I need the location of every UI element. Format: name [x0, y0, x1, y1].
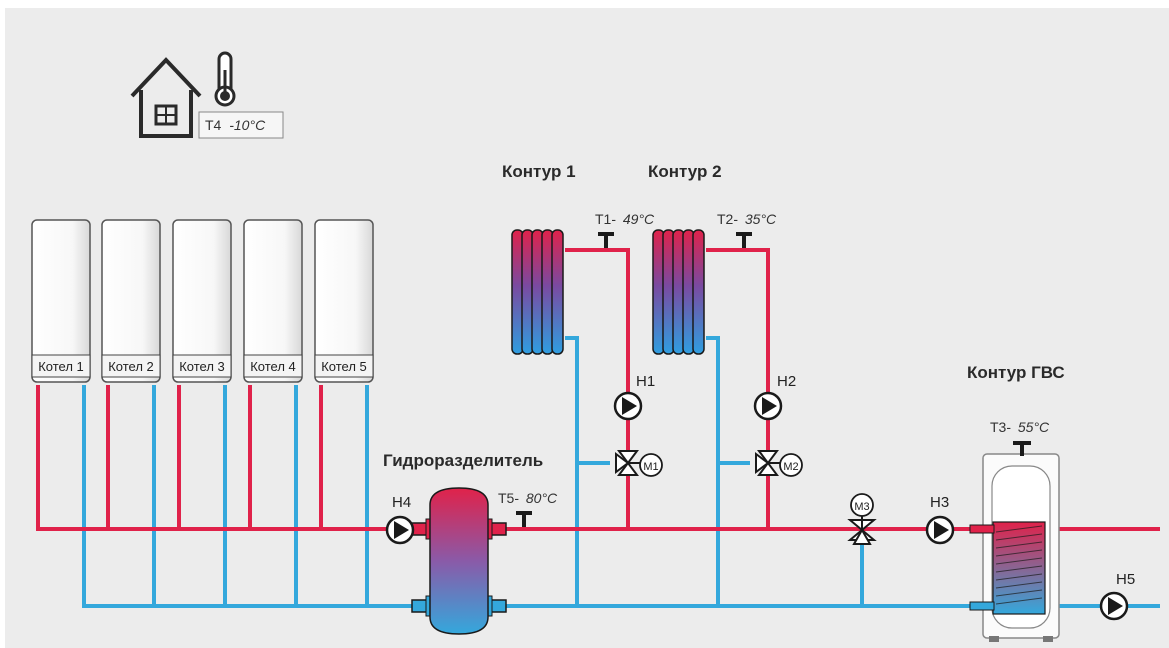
sensor-t3-label: T3- — [990, 419, 1011, 435]
radiator-1[interactable] — [511, 229, 564, 355]
sensor-t5[interactable]: T5- 80°C — [498, 490, 558, 527]
pump-h4-label: H4 — [392, 494, 411, 511]
pump-h3[interactable]: H3 — [925, 494, 955, 545]
boiler-5-label: Котел 5 — [321, 359, 367, 374]
pump-h5[interactable]: H5 — [1099, 571, 1135, 621]
mixing-valve-m3[interactable]: M3 — [847, 493, 877, 545]
pump-h1[interactable]: H1 — [613, 373, 655, 421]
svg-text:T5- 80°C: T5- 80°C — [498, 490, 558, 506]
circuit-2-title: Контур 2 — [648, 162, 722, 181]
return-pipes — [82, 336, 1160, 608]
separator-title: Гидроразделитель — [383, 451, 543, 470]
radiator-2[interactable] — [652, 229, 705, 355]
boiler-2[interactable]: Котел 2 — [101, 219, 161, 383]
pump-h1-label: H1 — [636, 373, 655, 390]
hydraulic-separator[interactable] — [411, 487, 507, 635]
boiler-5[interactable]: Котел 5 — [314, 219, 374, 383]
outdoor-sensor-value: -10°C — [229, 117, 266, 133]
sensor-t2-value: 35°C — [745, 211, 777, 227]
pump-h2[interactable]: H2 — [753, 373, 796, 421]
boiler-3[interactable]: Котел 3 — [172, 219, 232, 383]
boiler-4[interactable]: Котел 4 — [243, 219, 303, 383]
sensor-t5-label: T5- — [498, 490, 519, 506]
svg-text:T1- 49°C: T1- 49°C — [595, 211, 655, 227]
outdoor-sensor-group: T4 -10°C — [130, 51, 284, 139]
valve-m2-label: M2 — [783, 461, 798, 473]
boiler-4-label: Котел 4 — [250, 359, 296, 374]
svg-text:T3- 55°C: T3- 55°C — [990, 419, 1050, 435]
sensor-t1-value: 49°C — [623, 211, 655, 227]
pump-h3-label: H3 — [930, 494, 949, 511]
boiler-2-label: Котел 2 — [108, 359, 154, 374]
boiler-bank: Котел 1 Котел 2 Котел 3 Котел 4 Котел 5 — [31, 219, 374, 383]
pump-h2-label: H2 — [777, 373, 796, 390]
thermometer-icon — [214, 51, 236, 107]
pump-h4[interactable]: H4 — [385, 494, 415, 545]
svg-text:T4 -10°C: T4 -10°C — [205, 117, 266, 133]
sensor-t2-label: T2- — [717, 211, 738, 227]
outdoor-temp-box — [198, 111, 284, 139]
dhw-tank[interactable] — [969, 453, 1060, 642]
boiler-3-label: Котел 3 — [179, 359, 225, 374]
svg-text:T2- 35°C: T2- 35°C — [717, 211, 777, 227]
boiler-1-label: Котел 1 — [38, 359, 84, 374]
valve-m3-label: M3 — [854, 501, 869, 513]
sensor-t1[interactable]: T1- 49°C — [595, 211, 655, 248]
circuit-1-title: Контур 1 — [502, 162, 576, 181]
sensor-t2[interactable]: T2- 35°C — [717, 211, 777, 248]
house-icon — [130, 57, 202, 138]
outdoor-sensor-label: T4 — [205, 117, 222, 133]
mixing-valve-m1[interactable]: M1 — [615, 450, 663, 477]
pump-h5-label: H5 — [1116, 571, 1135, 588]
sensor-t3[interactable]: T3- 55°C — [990, 419, 1050, 456]
dhw-circuit-title: Контур ГВС — [967, 363, 1065, 382]
valve-m1-label: M1 — [643, 461, 658, 473]
sensor-t5-value: 80°C — [526, 490, 558, 506]
sensor-t1-label: T1- — [595, 211, 616, 227]
mixing-valve-m2[interactable]: M2 — [755, 450, 803, 477]
boiler-1[interactable]: Котел 1 — [31, 219, 91, 383]
sensor-t3-value: 55°C — [1018, 419, 1050, 435]
